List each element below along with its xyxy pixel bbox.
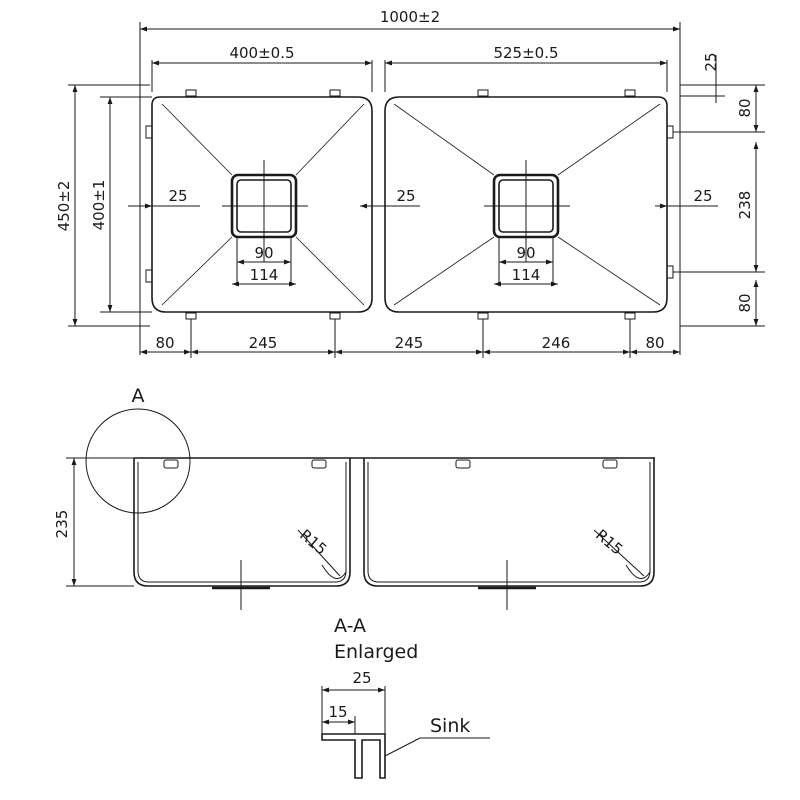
dim-left-drain-inner: 90 bbox=[254, 244, 273, 262]
leader-line bbox=[297, 529, 341, 577]
clip bbox=[666, 265, 674, 279]
clip bbox=[624, 89, 636, 97]
dim-bowl-depth: 400±1 bbox=[90, 180, 108, 231]
slope-line bbox=[161, 103, 233, 176]
dim-overall-depth: 450±2 bbox=[55, 181, 73, 232]
dim-left-wall: 25 bbox=[168, 187, 187, 205]
dim-bottom-3: 245 bbox=[395, 334, 424, 352]
dim-top-margin: 25 bbox=[702, 52, 720, 71]
clip bbox=[624, 312, 636, 320]
left-bowl-inner bbox=[137, 462, 347, 583]
slope-line bbox=[393, 103, 495, 176]
radius-indicator bbox=[625, 564, 651, 580]
right-bowl-inner bbox=[367, 462, 651, 583]
detail-title: A-A bbox=[334, 615, 366, 637]
clip bbox=[185, 312, 197, 320]
dim-clip-offset-bottom: 80 bbox=[736, 293, 754, 312]
clip bbox=[163, 459, 179, 469]
dim-flange-width: 25 bbox=[352, 669, 371, 687]
clip bbox=[477, 312, 489, 320]
dim-overall-width: 1000±2 bbox=[380, 8, 440, 26]
dim-right-drain-outer: 114 bbox=[512, 266, 541, 284]
dim-left-bowl-width: 400±0.5 bbox=[229, 44, 294, 62]
slope-line bbox=[161, 236, 233, 306]
clip bbox=[311, 459, 327, 469]
detail-enlarged: A-A Enlarged 25 15 Sink bbox=[321, 615, 490, 779]
dim-bottom-2: 245 bbox=[249, 334, 278, 352]
flange-profile bbox=[321, 733, 386, 779]
left-bowl-outline bbox=[151, 96, 373, 313]
clip bbox=[477, 89, 489, 97]
callout-sink: Sink bbox=[430, 715, 470, 737]
slope-line bbox=[295, 103, 365, 176]
section-view: A 235 R15 R15 bbox=[53, 385, 655, 610]
dim-clip-offset-top: 80 bbox=[736, 98, 754, 117]
clip bbox=[602, 459, 618, 469]
dim-lip-width: 15 bbox=[328, 703, 347, 721]
detail-marker: A bbox=[132, 385, 145, 407]
clip bbox=[145, 269, 153, 283]
dim-center-wall: 25 bbox=[396, 187, 415, 205]
slope-line bbox=[295, 236, 365, 306]
dim-bottom-4: 246 bbox=[542, 334, 571, 352]
dim-bottom-1: 80 bbox=[155, 334, 174, 352]
right-bowl-profile bbox=[363, 458, 655, 587]
slope-line bbox=[393, 236, 495, 306]
plan-view: 1000±2 400±0.5 525±0.5 25 450±2 400±1 bbox=[55, 8, 765, 358]
dim-radius-right: R15 bbox=[592, 526, 626, 559]
right-bowl-outline bbox=[384, 96, 668, 313]
detail-subtitle: Enlarged bbox=[334, 641, 418, 663]
clip bbox=[329, 312, 341, 320]
leader-line bbox=[593, 529, 645, 577]
dim-clip-spacing: 238 bbox=[736, 191, 754, 220]
clip bbox=[145, 125, 153, 139]
left-bowl-profile bbox=[133, 458, 351, 587]
dim-bottom-5: 80 bbox=[645, 334, 664, 352]
callout-leader bbox=[384, 737, 421, 757]
slope-line bbox=[557, 236, 661, 306]
clip bbox=[329, 89, 341, 97]
dim-section-height: 235 bbox=[53, 510, 71, 539]
dim-left-drain-outer: 114 bbox=[250, 266, 279, 284]
radius-indicator bbox=[321, 564, 347, 580]
dim-right-wall: 25 bbox=[693, 187, 712, 205]
clip bbox=[185, 89, 197, 97]
clip bbox=[455, 459, 471, 469]
dim-right-drain-inner: 90 bbox=[516, 244, 535, 262]
clip bbox=[666, 125, 674, 139]
dim-radius-left: R15 bbox=[296, 526, 330, 559]
dim-right-bowl-width: 525±0.5 bbox=[493, 44, 558, 62]
slope-line bbox=[557, 103, 661, 176]
